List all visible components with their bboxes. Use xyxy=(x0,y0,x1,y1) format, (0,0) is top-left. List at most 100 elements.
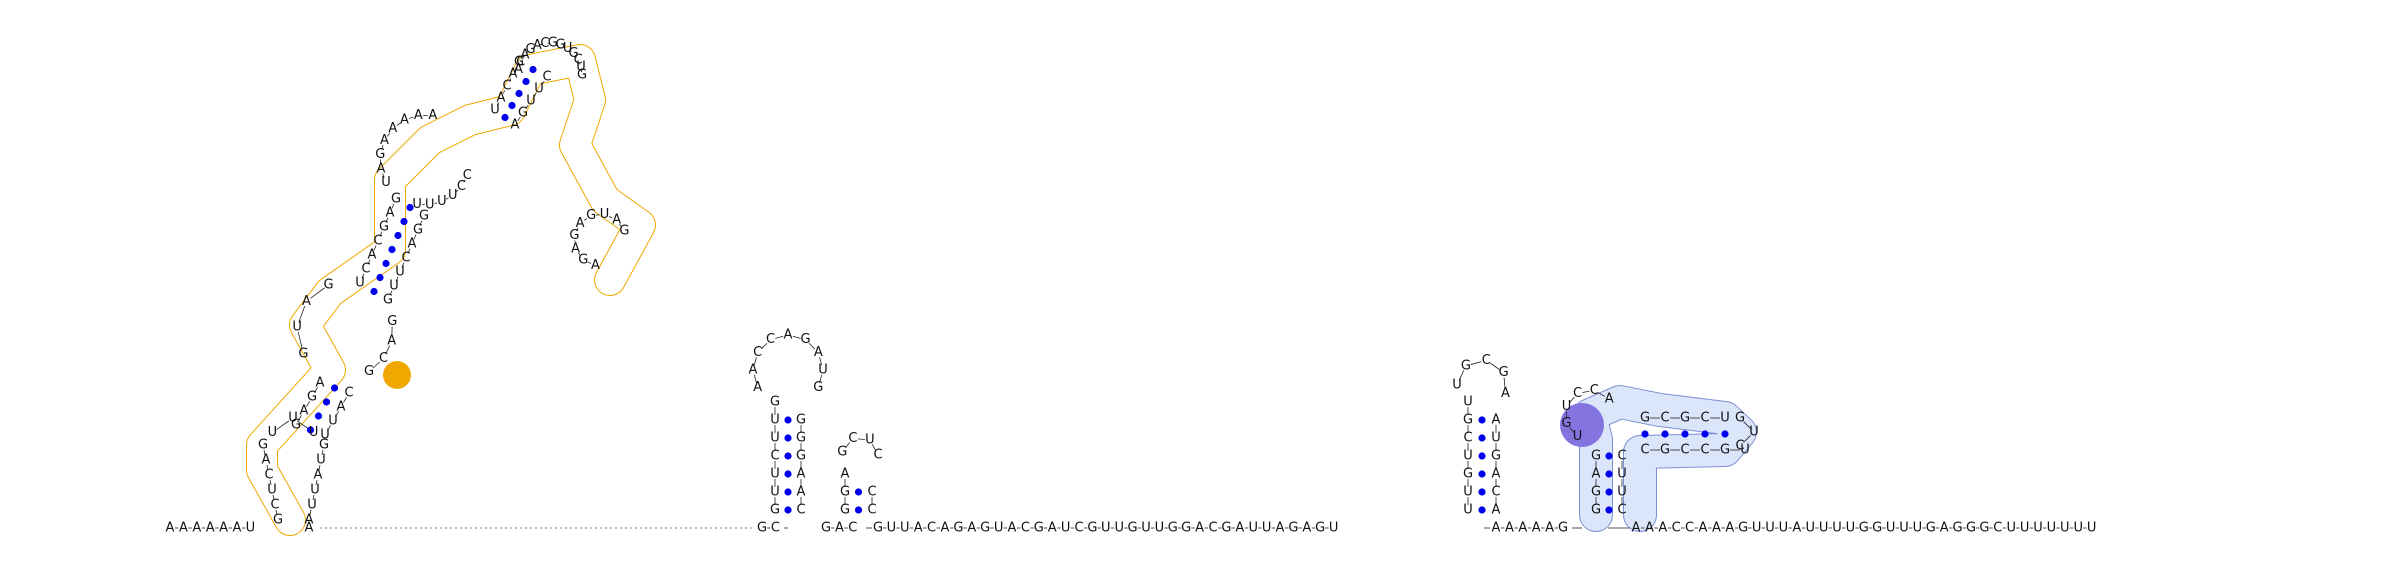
hairpin-loop: A xyxy=(533,38,542,53)
backbone-mid2: C xyxy=(848,521,857,536)
loop1: U xyxy=(309,425,319,440)
backbone-bond xyxy=(335,411,339,417)
stem1-left: C xyxy=(264,468,273,483)
backbone-bond xyxy=(386,132,391,137)
stem3-right: C xyxy=(401,251,410,266)
backbone-mid2: G xyxy=(821,521,831,536)
hairpin-c-left: U xyxy=(1463,503,1473,518)
backbone-bond xyxy=(753,357,757,366)
backbone-bond xyxy=(496,102,500,106)
hairpin-b-right: C xyxy=(867,503,876,518)
backbone-right1: U xyxy=(887,521,897,536)
backbone-bond xyxy=(539,43,543,46)
base-pair-dot xyxy=(501,113,509,122)
loop2-right: G xyxy=(364,364,374,379)
base-pair-dot xyxy=(784,434,792,442)
hairpin-a-loop: A xyxy=(784,328,793,343)
backbone-bond xyxy=(309,509,312,516)
hairpin-b-left: G xyxy=(840,503,850,518)
hairpin-a-right: C xyxy=(796,503,805,518)
hairpin-loop: G xyxy=(548,36,558,51)
stem3-left: A xyxy=(386,206,395,221)
hairpin-d-right: C xyxy=(1617,503,1626,518)
hairpin-loop: G xyxy=(555,37,565,52)
stem3-right: A xyxy=(408,237,417,252)
backbone-bond xyxy=(409,116,414,119)
backbone-right3: U xyxy=(2020,521,2030,536)
hairpin-a-loop: A xyxy=(814,345,823,360)
hairpin-d-loop: C xyxy=(1573,386,1582,401)
base-pair-dot xyxy=(1681,430,1689,438)
stem1-left: G xyxy=(273,513,283,528)
base-pair-dot xyxy=(376,273,384,282)
loop2-right: G xyxy=(387,314,397,329)
stem4-left: G xyxy=(514,55,524,70)
backbone-right3: G xyxy=(1979,521,1989,536)
backbone-bond xyxy=(266,464,269,471)
hairpin-d-right: C xyxy=(1617,449,1626,464)
hairpin-c-left: C xyxy=(1463,431,1472,446)
base-pair-dots xyxy=(306,65,1729,514)
loop2-left: G xyxy=(324,277,334,292)
terminal-loop: U xyxy=(600,207,610,222)
backbone-right3: A xyxy=(1699,521,1708,536)
hairpin-c-right: G xyxy=(1491,449,1501,464)
hairpin-c-loop: C xyxy=(1482,353,1491,368)
backbone-right3: A xyxy=(1712,521,1721,536)
backbone-right1: A xyxy=(1008,521,1017,536)
hairpin-loop: U xyxy=(576,60,586,75)
backbone-right1: U xyxy=(1329,521,1339,536)
hairpin-d-arm-bottom: G xyxy=(1660,443,1670,458)
loop3-left: A xyxy=(428,108,437,123)
loop3-left: A xyxy=(376,161,385,176)
hairpin-a-loop: A xyxy=(753,380,762,395)
backbone-bond xyxy=(395,276,399,282)
backbone-right1: U xyxy=(1262,521,1272,536)
backbone-bond xyxy=(379,231,383,237)
backbone-bond xyxy=(310,287,325,299)
loop2-right: A xyxy=(387,334,396,349)
hairpin-d-arm-top: C xyxy=(1700,411,1709,426)
hairpin-c-left: U xyxy=(1463,449,1473,464)
terminal-loop: G xyxy=(569,228,579,243)
stem1-right: A xyxy=(305,513,314,528)
stem4-right: G xyxy=(518,106,528,121)
backbone-bond xyxy=(1582,390,1590,393)
backbone-bond xyxy=(367,259,371,265)
backbone-right1: U xyxy=(1248,521,1258,536)
backbone-bond xyxy=(312,494,315,501)
backbone-right3: G xyxy=(1872,521,1882,536)
base-pair-dot xyxy=(522,77,530,86)
hairpin-loop: C xyxy=(516,54,525,69)
backbone-right2: A xyxy=(1545,521,1554,536)
backbone-bond xyxy=(298,305,306,323)
backbone-bond xyxy=(343,397,347,403)
backbone-right1: A xyxy=(1276,521,1285,536)
stem3-left: A xyxy=(368,248,377,263)
backbone-right1: G xyxy=(1128,521,1138,536)
backbone-bond xyxy=(275,509,278,516)
stem1-left: U xyxy=(267,483,277,498)
hairpin-d-right: U xyxy=(1617,485,1627,500)
backbone-bond xyxy=(502,90,506,94)
backbone-bond xyxy=(276,420,290,430)
backbone-bond xyxy=(321,449,324,456)
stem2-right: U xyxy=(320,428,330,443)
backbone-right1: G xyxy=(1087,521,1097,536)
backbone-bond xyxy=(314,387,318,393)
closing-nucleotide: A xyxy=(305,521,314,536)
hairpin-loop: U xyxy=(563,41,573,56)
hairpin-c-loop: A xyxy=(1501,386,1510,401)
backbone-bond xyxy=(361,273,365,279)
backbone-bond xyxy=(871,444,876,451)
hairpin-d-arm-bottom: G xyxy=(1720,443,1730,458)
backbone-bond xyxy=(1458,370,1465,381)
base-pair-dot xyxy=(1605,452,1613,460)
stem3-right: U xyxy=(395,265,405,280)
base-pair-dot xyxy=(1605,506,1613,514)
backbone-bond xyxy=(819,357,823,366)
backbone-bond xyxy=(327,425,331,431)
hairpin-d-loop: U xyxy=(1562,399,1572,414)
stem1-right: G xyxy=(319,438,329,453)
stem2-left: A xyxy=(316,376,325,391)
